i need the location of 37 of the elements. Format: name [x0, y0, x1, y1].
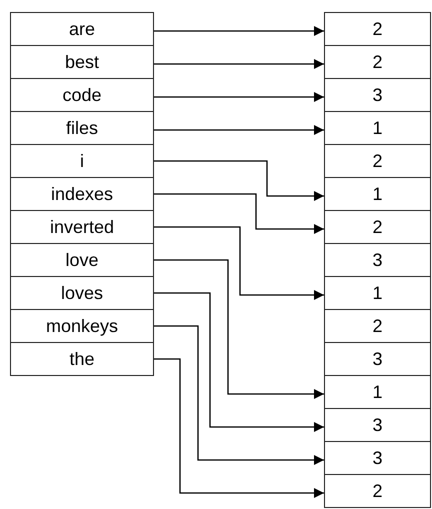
- arrow: [154, 26, 324, 36]
- arrow: [154, 59, 324, 69]
- arrow: [154, 125, 324, 135]
- arrow: [154, 358, 324, 498]
- posting-box: 3: [324, 243, 431, 277]
- posting-box: 2: [324, 12, 431, 46]
- term-box: indexes: [10, 177, 154, 211]
- posting-box: 2: [324, 45, 431, 79]
- posting-box: 3: [324, 78, 431, 112]
- arrow: [154, 226, 324, 300]
- posting-box: 2: [324, 309, 431, 343]
- posting-box: 3: [324, 408, 431, 442]
- term-box: the: [10, 342, 154, 376]
- arrow: [154, 325, 324, 465]
- term-box: monkeys: [10, 309, 154, 343]
- posting-box: 3: [324, 342, 431, 376]
- arrow: [154, 292, 324, 432]
- term-box: inverted: [10, 210, 154, 244]
- posting-box: 1: [324, 276, 431, 310]
- arrow: [154, 259, 324, 399]
- posting-box: 2: [324, 144, 431, 178]
- term-box: files: [10, 111, 154, 145]
- arrow: [154, 193, 324, 234]
- term-box: loves: [10, 276, 154, 310]
- posting-box: 3: [324, 441, 431, 475]
- posting-box: 1: [324, 177, 431, 211]
- term-box: code: [10, 78, 154, 112]
- arrow: [154, 160, 324, 201]
- posting-box: 2: [324, 474, 431, 508]
- posting-box: 1: [324, 375, 431, 409]
- arrow: [154, 92, 324, 102]
- posting-box: 1: [324, 111, 431, 145]
- posting-box: 2: [324, 210, 431, 244]
- term-box: love: [10, 243, 154, 277]
- term-box: are: [10, 12, 154, 46]
- term-box: best: [10, 45, 154, 79]
- term-box: i: [10, 144, 154, 178]
